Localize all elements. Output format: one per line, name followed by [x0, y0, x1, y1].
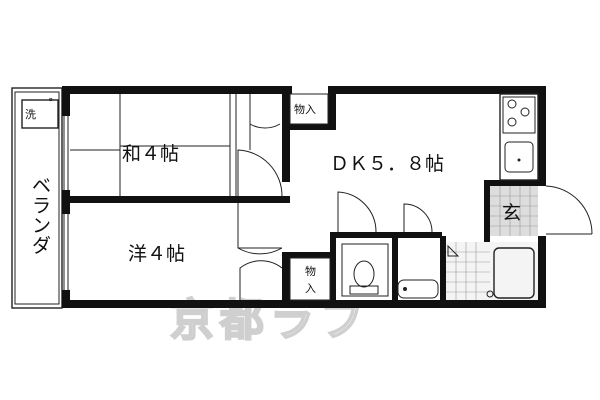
storage-bottom-label-2: 入	[305, 282, 316, 295]
toilet-room	[341, 243, 389, 297]
veranda-char-1: ベ	[32, 175, 51, 197]
storage-bottom	[289, 257, 331, 301]
door-entrance	[545, 185, 593, 235]
burner-icon	[507, 117, 517, 127]
genkan-area	[490, 186, 538, 236]
washitsu-room	[70, 94, 251, 196]
washbasin-icon	[397, 279, 439, 299]
door-youshitsu-storage	[239, 260, 283, 300]
dk-label: ＤＫ５．８帖	[330, 153, 444, 175]
bathtub-icon	[493, 247, 535, 299]
door-youshitsu	[237, 203, 283, 255]
bath-room	[446, 242, 538, 300]
genkan-label: 玄	[502, 202, 521, 224]
shower-icon	[486, 290, 494, 298]
door-dk-toilet	[337, 191, 377, 233]
kitchen-counter	[499, 93, 539, 181]
windows-left	[63, 116, 69, 290]
walls	[62, 86, 546, 308]
storage-top-label: 物入	[294, 102, 316, 116]
washer-mark: °	[48, 96, 54, 109]
drain-icon	[517, 158, 521, 162]
bath-door-mark	[447, 244, 460, 257]
storage-bottom-label-1: 物	[305, 264, 316, 278]
stove	[502, 96, 536, 134]
veranda-label: ベ ラ ン ダ	[32, 175, 57, 257]
washer-label: 洗	[25, 108, 36, 121]
veranda-char-2: ラ	[32, 195, 51, 217]
toilet-icon	[353, 260, 375, 288]
burner-icon	[507, 99, 517, 109]
veranda-char-3: ン	[32, 215, 51, 237]
door-dk-washroom	[403, 203, 433, 233]
storage-top	[289, 93, 329, 125]
burner-icon	[520, 107, 530, 117]
washroom	[397, 279, 439, 299]
washer-space	[21, 99, 59, 129]
sink	[504, 141, 534, 173]
washitsu-label: 和４帖	[122, 143, 179, 165]
youshitsu-label: 洋４帖	[128, 243, 185, 265]
door-washitsu-closet	[249, 94, 281, 129]
faucet-icon	[403, 287, 407, 291]
veranda-char-4: ダ	[32, 235, 51, 257]
door-washitsu-dk	[237, 149, 283, 197]
